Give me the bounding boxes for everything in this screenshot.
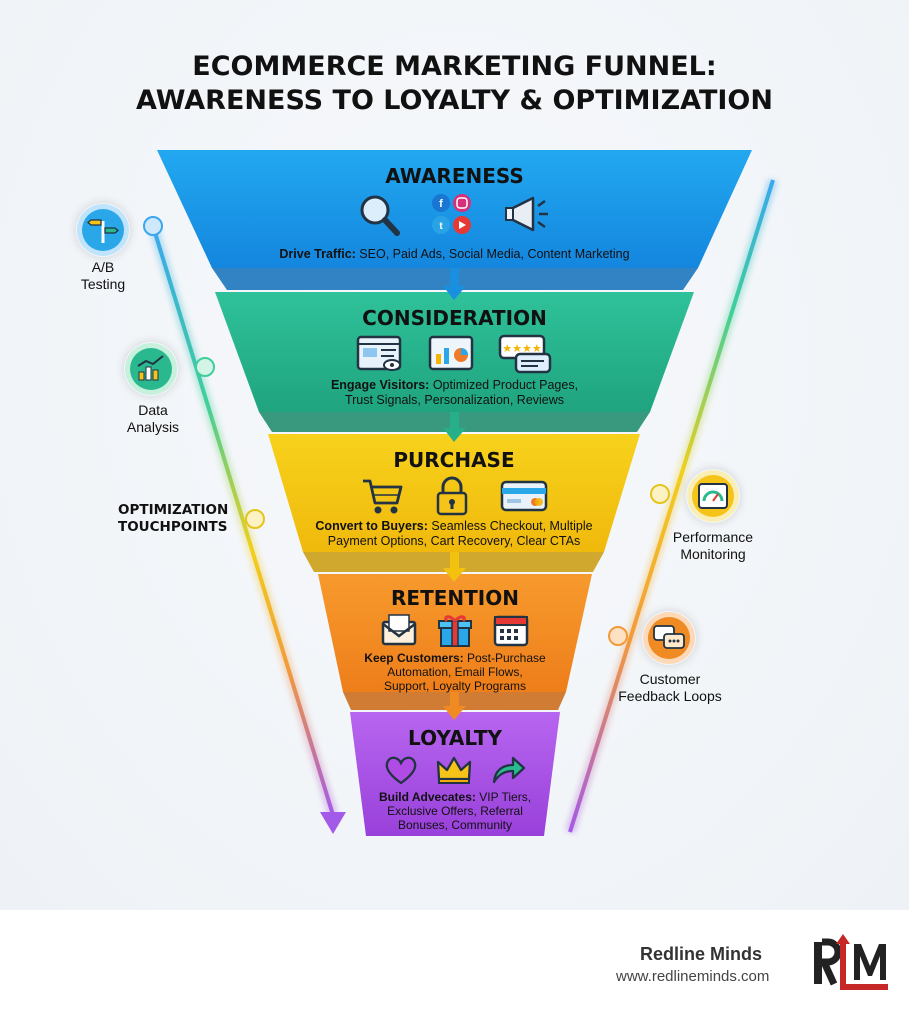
svg-text:f: f xyxy=(439,198,443,210)
stage-description: Engage Visitors: Optimized Product Pages… xyxy=(330,378,579,407)
chat-icon xyxy=(643,612,695,664)
touchpoint-dot xyxy=(195,357,215,377)
signpost-icon xyxy=(77,204,129,256)
heart-icon xyxy=(385,756,417,785)
footer-brand-name: Redline Minds xyxy=(640,944,763,964)
stage-name: AWARENESS xyxy=(385,164,524,188)
webpage-icon xyxy=(356,335,401,371)
social-icons: f t xyxy=(431,194,471,234)
touchpoint-dot xyxy=(143,216,163,236)
touchpoint-dot xyxy=(650,484,670,504)
title-line-1: ECOMMERCE MARKETING FUNNEL: xyxy=(192,51,717,82)
stage-name: PURCHASE xyxy=(393,448,515,472)
calendar-icon xyxy=(493,615,529,647)
share-icon xyxy=(492,756,526,784)
page-title: ECOMMERCE MARKETING FUNNEL: AWARENESS TO… xyxy=(0,50,909,118)
stage-description: Build Advecates: VIP Tiers, Exclusive Of… xyxy=(378,790,532,832)
company-logo xyxy=(814,934,888,990)
funnel-stage-loyalty: LOYALTY Build Advecates: VIP Tiers, Excl… xyxy=(350,712,560,836)
right-guide-line xyxy=(568,179,775,833)
funnel-stage-consideration: CONSIDERATION ★★★★ xyxy=(215,292,694,412)
infographic-canvas: ECOMMERCE MARKETING FUNNEL: AWARENESS TO… xyxy=(0,0,909,910)
stage-name: RETENTION xyxy=(391,586,519,610)
stage-name: LOYALTY xyxy=(408,726,502,750)
connector-arrow xyxy=(443,692,466,720)
funnel-stage-retention: RETENTION Keep Customers: Post-Purchase … xyxy=(318,574,592,694)
title-line-2: AWARENESS TO LOYALTY & OPTIMIZATION xyxy=(136,85,773,116)
dashboard-icon xyxy=(428,335,473,371)
megaphone-icon xyxy=(504,196,548,232)
side-label-customer-feedback: Customer Feedback Loops xyxy=(618,671,722,704)
crown-icon xyxy=(436,756,472,784)
side-guide-lines xyxy=(143,178,778,834)
funnel-stage-awareness: AWARENESS f t Drive Traffic: SEO, Paid A xyxy=(157,150,752,270)
chart-icon xyxy=(125,343,177,395)
funnel-stage-awareness-shape xyxy=(157,150,752,268)
side-label-optimization-touchpoints: OPTIMIZATION TOUCHPOINTS xyxy=(118,502,229,535)
left-guide-line xyxy=(151,225,335,816)
side-label-data-analysis: Data Analysis xyxy=(126,402,180,435)
cart-icon xyxy=(363,479,403,514)
connector-arrow xyxy=(443,268,466,300)
side-label-ab-testing: A/B Testing xyxy=(80,259,126,292)
side-label-performance-monitoring: Performance Monitoring xyxy=(672,529,754,562)
gift-icon xyxy=(438,615,472,647)
touchpoint-dot xyxy=(608,626,628,646)
touchpoint-dot xyxy=(245,509,265,529)
stage-description: Convert to Buyers: Seamless Checkout, Mu… xyxy=(315,519,593,548)
footer-url[interactable]: www.redlineminds.com xyxy=(616,968,770,985)
svg-text:t: t xyxy=(439,221,443,232)
gauge-icon xyxy=(687,470,739,522)
svg-text:★★★★: ★★★★ xyxy=(502,342,542,355)
stage-description: Keep Customers: Post-Purchase Automation… xyxy=(364,651,546,693)
email-icon xyxy=(381,614,417,646)
review-icon: ★★★★ xyxy=(498,334,551,374)
credit-card-icon xyxy=(500,480,548,512)
stage-name: CONSIDERATION xyxy=(362,306,547,330)
connector-arrow xyxy=(443,412,466,442)
left-guide-arrowhead xyxy=(320,812,346,834)
stage-description: Drive Traffic: SEO, Paid Ads, Social Med… xyxy=(279,247,630,261)
lock-icon xyxy=(436,476,468,516)
magnifier-icon xyxy=(360,195,400,236)
connector-arrow xyxy=(443,552,466,582)
funnel-stage-purchase: PURCHASE Convert to Buyers: Seamless Che… xyxy=(268,434,640,554)
